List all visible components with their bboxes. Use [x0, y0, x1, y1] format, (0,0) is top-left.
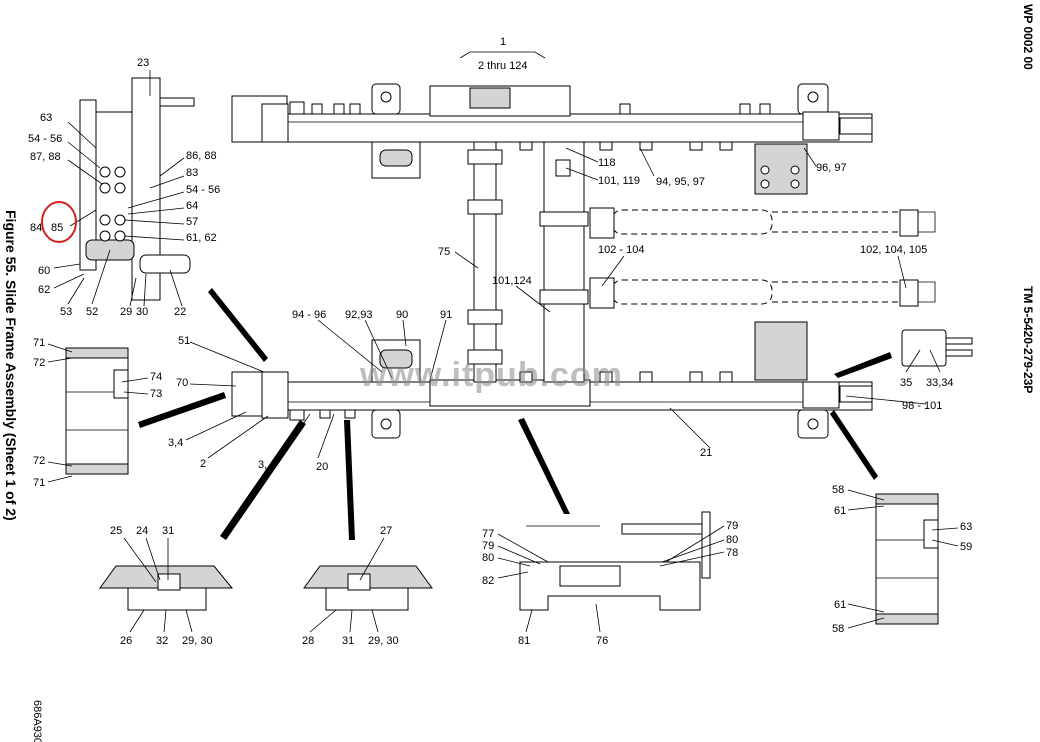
callout: 87, 88	[30, 151, 61, 163]
callout: 94 - 96	[292, 309, 326, 321]
callout: 90	[396, 309, 408, 321]
callout: 84	[30, 222, 42, 234]
callout: 26	[120, 635, 132, 647]
callout: 61	[834, 505, 846, 517]
callout: 53	[60, 306, 72, 318]
callout: 82	[482, 575, 494, 587]
callout: 25	[110, 525, 122, 537]
detail-cross-member-bracket	[519, 511, 711, 611]
callout: 59	[960, 541, 972, 553]
callout: 60	[38, 265, 50, 277]
callout: 75	[438, 246, 450, 258]
callout: 32	[156, 635, 168, 647]
callout: 85	[51, 222, 63, 234]
figure-title: Figure 55. Slide Frame Assembly (Sheet 1…	[3, 210, 19, 521]
callout: 35	[900, 377, 912, 389]
group-callout-number: 1	[500, 36, 506, 48]
slide-frame-assembly	[231, 83, 936, 439]
callout: 2	[200, 458, 206, 470]
callout: 3,4	[168, 437, 183, 449]
callout: 61, 62	[186, 232, 217, 244]
callout: 72	[33, 357, 45, 369]
callout: 77	[482, 528, 494, 540]
callout: 98 - 101	[902, 400, 942, 412]
callout: 73	[150, 388, 162, 400]
group-callout: 1 2 thru 124	[459, 36, 546, 72]
highlight-circle	[41, 201, 77, 243]
callout: 52	[86, 306, 98, 318]
callout: 29, 30	[182, 635, 213, 647]
callout: 51	[178, 335, 190, 347]
callout: 70	[176, 377, 188, 389]
callout: 94, 95, 97	[656, 176, 705, 188]
group-callout-range: 2 thru 124	[478, 60, 528, 72]
detail-wear-strip-b	[303, 565, 433, 611]
callout: 80	[482, 552, 494, 564]
callout: 62	[38, 284, 50, 296]
callout: 31	[342, 635, 354, 647]
callout: 96, 97	[816, 162, 847, 174]
callout: 80	[726, 534, 738, 546]
callout: 79	[482, 540, 494, 552]
callout: 61	[834, 599, 846, 611]
callout: 91	[440, 309, 452, 321]
watermark: www.itpub.com	[359, 356, 623, 394]
callout: 76	[596, 635, 608, 647]
callout: 79	[726, 520, 738, 532]
callout: 23	[137, 57, 149, 69]
callout: 78	[726, 547, 738, 559]
callout: 64	[186, 200, 198, 212]
callout: 101,124	[492, 275, 532, 287]
callout: 71	[33, 337, 45, 349]
callout: 54 - 56	[186, 184, 220, 196]
callout: 81	[518, 635, 530, 647]
tm-number: TM 5-5420-279-23P	[1021, 286, 1035, 393]
callout: 27	[380, 525, 392, 537]
detail-wear-strip-a	[99, 565, 234, 611]
callout: 30	[136, 306, 148, 318]
callout: 102, 104, 105	[860, 244, 927, 256]
callout: 101, 119	[598, 175, 640, 187]
detail-slide-pad-left	[65, 347, 129, 475]
callout: 71	[33, 477, 45, 489]
wp-number: WP 0002 00	[1021, 4, 1035, 70]
callout: 72	[33, 455, 45, 467]
callout: 74	[150, 371, 162, 383]
callout: 86, 88	[186, 150, 217, 162]
callout: 54 - 56	[28, 133, 62, 145]
callout: 63	[40, 112, 52, 124]
callout: 57	[186, 216, 198, 228]
callout: 29	[120, 306, 132, 318]
callout: 20	[316, 461, 328, 473]
callout: 92,93	[345, 309, 373, 321]
callout: 102 - 104	[598, 244, 644, 256]
detail-slide-pad-right	[875, 493, 939, 625]
callout: 29, 30	[368, 635, 399, 647]
callout: 118	[598, 157, 616, 169]
callout: 28	[302, 635, 314, 647]
callout: 22	[174, 306, 186, 318]
callout: 63	[960, 521, 972, 533]
callout: 3, 4	[258, 459, 276, 471]
detail-bearing-plate	[79, 77, 195, 301]
callout: 58	[832, 623, 844, 635]
callout: 33,34	[926, 377, 954, 389]
callout: 58	[832, 484, 844, 496]
callout: 24	[136, 525, 148, 537]
detail-pin-assembly	[901, 329, 973, 367]
callout-labels: 23 63 54 - 56 87, 88 86, 88 83 54 - 56 6…	[28, 57, 972, 647]
leader-lines	[47, 70, 959, 633]
callout: 31	[162, 525, 174, 537]
callout: 83	[186, 167, 198, 179]
drawing-id: 686A930	[31, 700, 43, 742]
callout: 21	[700, 447, 712, 459]
